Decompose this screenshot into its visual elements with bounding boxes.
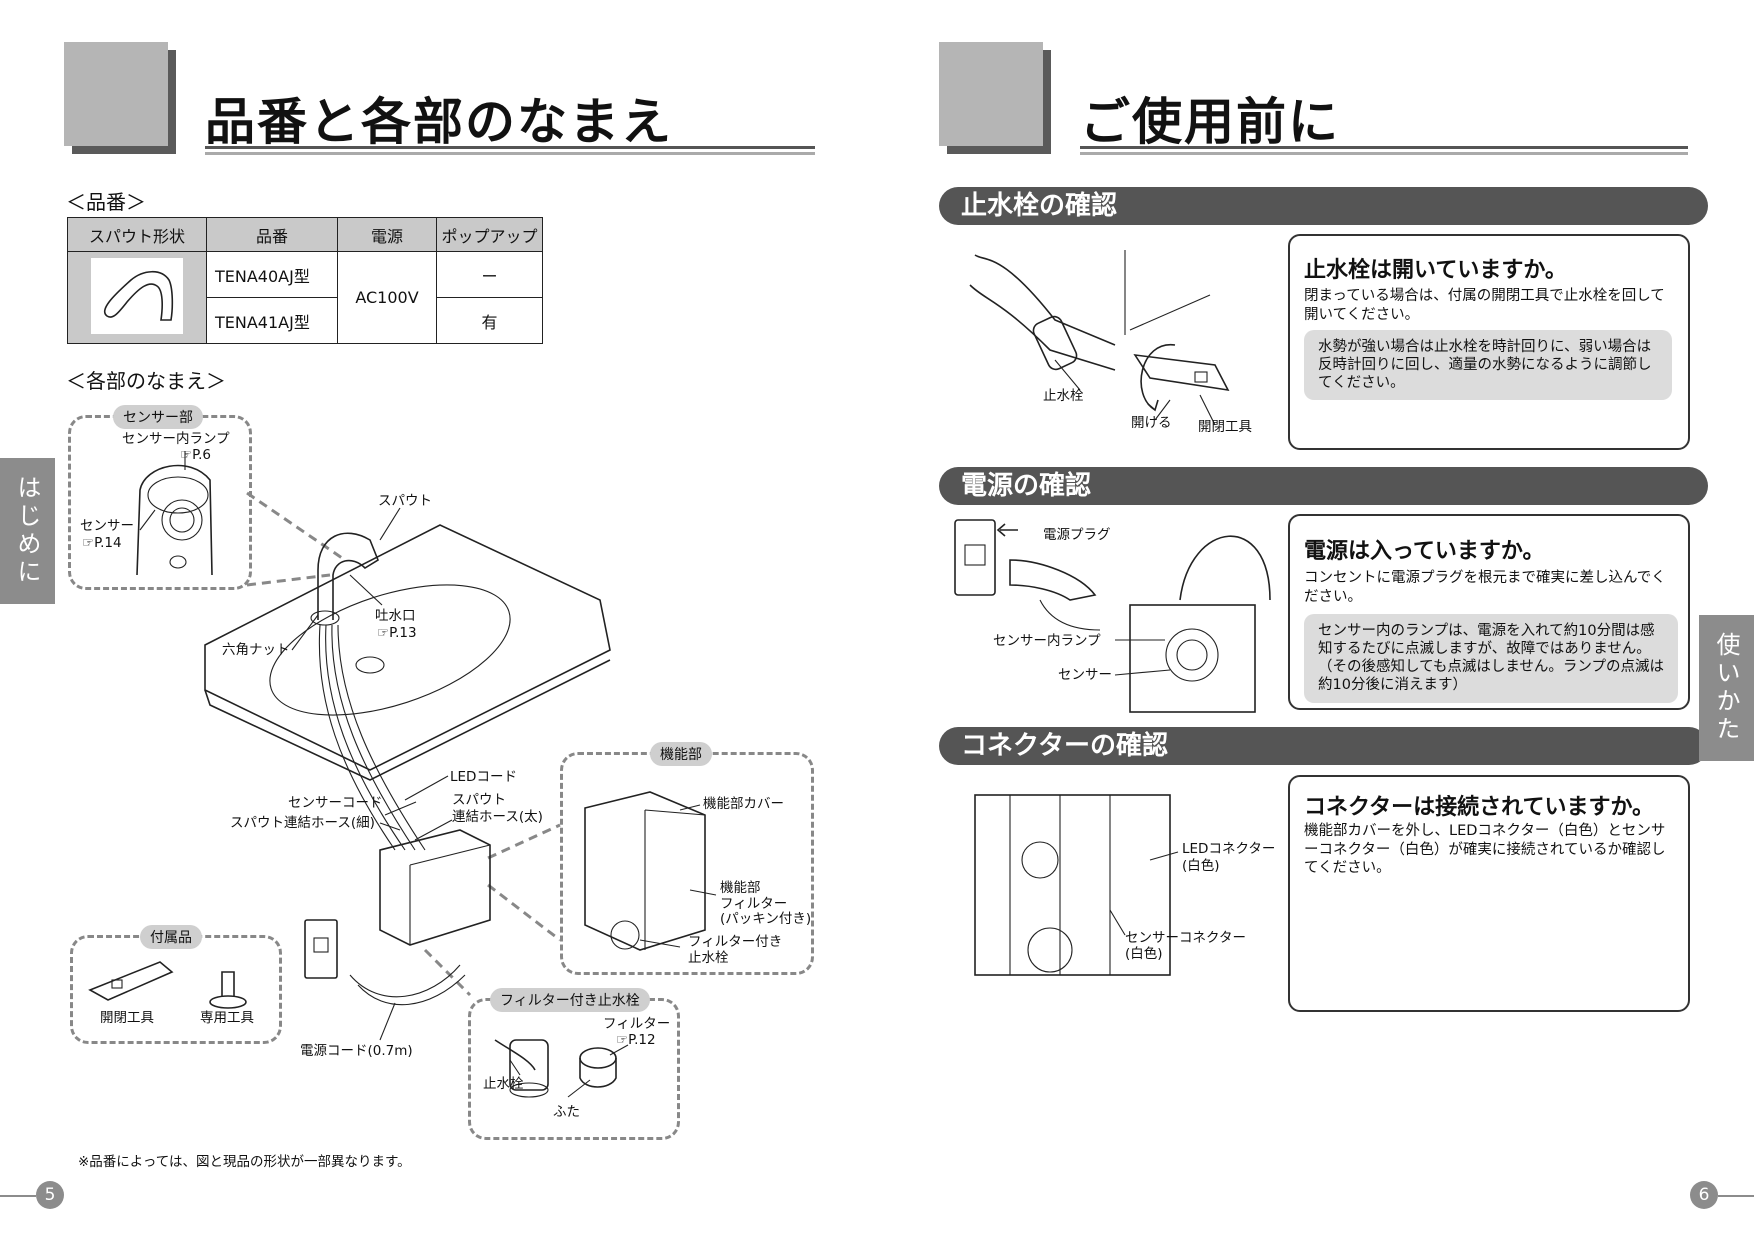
body-power: コンセントに電源プラグを根元まで確実に差し込んでください。 — [1304, 570, 1666, 605]
page-title-left: 品番と各部のなまえ — [205, 93, 673, 151]
body-connector: 機能部カバーを外し、LEDコネクター（白色）とセンサーコネクター（白色）が確実に… — [1304, 823, 1666, 877]
spout-hose-thick-label-2: 連結ホース(太) — [452, 809, 543, 825]
led-connector-label-2: (白色) — [1182, 858, 1220, 874]
cap-label: ふた — [553, 1104, 580, 1120]
sensor-lamp-ref: ☞P.6 — [180, 447, 212, 463]
table-header: 品番 — [206, 217, 338, 252]
outlet-ref: ☞P.13 — [377, 625, 417, 641]
hex-nut-label: 六角ナット — [222, 642, 290, 658]
parts-heading: ＜各部のなまえ＞ — [66, 369, 226, 393]
question-connector: コネクターは接続されていますか。 — [1304, 795, 1655, 820]
sensor-box-title: センサー部 — [113, 405, 203, 429]
spout-shape-image — [91, 257, 183, 334]
filter-ref: ☞P.12 — [616, 1032, 656, 1048]
note-valve: 水勢が強い場合は止水栓を時計回りに、弱い場合は反時計回りに回し、適量の水勢になる… — [1304, 330, 1672, 401]
tool-label: 開閉工具 — [100, 1010, 154, 1026]
table-cell: ー — [436, 251, 543, 298]
function-cover-label: 機能部カバー — [703, 796, 784, 812]
sensor-connector-label-2: (白色) — [1125, 946, 1163, 962]
section-bar-power: 電源の確認 — [939, 467, 1708, 505]
model-table: スパウト形状 品番 電源 ポップアップ TENA40AJ型 AC100V ー T… — [67, 217, 543, 344]
sensor-label: センサー — [80, 518, 134, 534]
function-box-title: 機能部 — [650, 742, 712, 766]
table-cell: TENA40AJ型 — [206, 251, 338, 298]
model-heading: ＜品番＞ — [66, 190, 146, 214]
filter-valve-box-title: フィルター付き止水栓 — [490, 988, 650, 1012]
body-valve: 閉まっている場合は、付属の開閉工具で止水栓を回して開いてください。 — [1304, 288, 1665, 323]
question-valve: 止水栓は開いていますか。 — [1304, 258, 1567, 283]
table-cell: TENA41AJ型 — [206, 297, 338, 344]
title-block-right — [939, 42, 1043, 146]
plug-label: 電源プラグ — [1043, 527, 1111, 543]
accessory-callout-box — [70, 935, 282, 1044]
power-cord-label: 電源コード(0.7m) — [300, 1043, 413, 1059]
right-illustrations — [954, 250, 1271, 976]
page-number-line-left — [0, 1195, 36, 1197]
title-block-left — [64, 42, 168, 146]
side-tab-intro: はじめに — [0, 458, 55, 604]
table-header: 電源 — [337, 217, 437, 252]
side-tab-usage: 使いかた — [1699, 615, 1754, 761]
spout-hose-thin-label: スパウト連結ホース(細) — [230, 815, 375, 831]
sensor-connector-label-1: センサーコネクター — [1125, 930, 1246, 946]
led-connector-label-1: LEDコネクター — [1182, 841, 1276, 857]
sensor-label-right: センサー — [1058, 667, 1112, 683]
led-cord-label: LEDコード — [450, 769, 517, 785]
sensor-ref: ☞P.14 — [82, 535, 122, 551]
section-bar-valve: 止水栓の確認 — [939, 187, 1708, 225]
valve-label-right: 止水栓 — [1043, 388, 1084, 404]
function-valve-label-1: フィルター付き — [688, 934, 783, 950]
parts-illustration — [88, 451, 717, 1098]
open-label: 開ける — [1131, 415, 1172, 431]
title-rule-left — [205, 146, 815, 149]
function-filter-label-1: 機能部 — [720, 880, 761, 896]
special-tool-label: 専用工具 — [200, 1010, 254, 1026]
title-rule-left-2 — [205, 152, 815, 155]
table-header: ポップアップ — [436, 217, 543, 252]
title-rule-right-2 — [1080, 152, 1688, 155]
note-power: センサー内のランプは、電源を入れて約10分間は感知するたびに点滅しますが、故障で… — [1304, 614, 1678, 703]
spout-shape-cell — [67, 251, 207, 344]
function-valve-label-2: 止水栓 — [688, 950, 729, 966]
page-title-right: ご使用前に — [1080, 93, 1340, 151]
table-cell: 有 — [436, 297, 543, 344]
accessory-box-title: 付属品 — [140, 925, 202, 949]
title-rule-right — [1080, 146, 1688, 149]
page-number-line-right — [1718, 1195, 1754, 1197]
function-filter-label-3: (パッキン付き) — [720, 911, 812, 927]
function-filter-label-2: フィルター — [720, 896, 788, 912]
tool-label-right: 開閉工具 — [1198, 419, 1252, 435]
sensor-lamp-label: センサー内ランプ — [122, 431, 230, 447]
section-bar-connector: コネクターの確認 — [939, 727, 1708, 765]
spout-hose-thick-label-1: スパウト — [452, 792, 506, 808]
page-number-left: 5 — [36, 1181, 64, 1209]
page-number-right: 6 — [1690, 1181, 1718, 1209]
valve-label: 止水栓 — [483, 1076, 524, 1092]
filter-label: フィルター — [603, 1016, 671, 1032]
spout-label: スパウト — [378, 493, 432, 509]
section-box-connector — [1288, 775, 1690, 1012]
question-power: 電源は入っていますか。 — [1304, 539, 1545, 564]
outlet-label: 吐水口 — [375, 608, 416, 624]
table-cell: AC100V — [337, 251, 437, 344]
sensor-cord-label: センサーコード — [288, 795, 383, 811]
footnote: ※品番によっては、図と現品の形状が一部異なります。 — [78, 1154, 411, 1170]
lamp-label-right: センサー内ランプ — [993, 633, 1101, 649]
